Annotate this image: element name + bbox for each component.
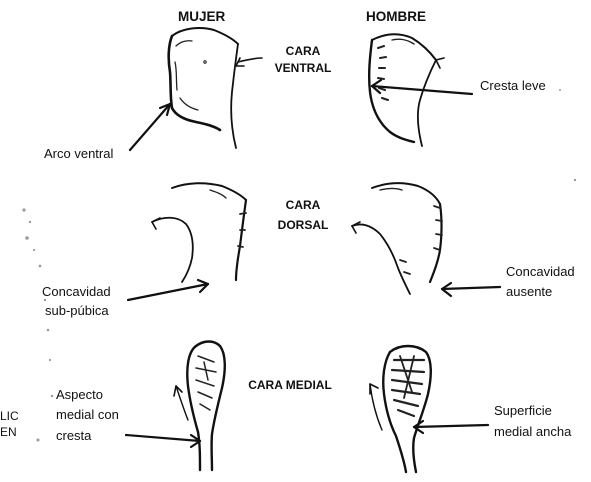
wide-medial-label-line1: Superficie — [494, 403, 552, 418]
medial-aspect-label-line1: Aspecto — [56, 387, 103, 402]
female-column-header: MUJER — [178, 9, 226, 24]
absent-concavity-label-line1: Concavidad — [506, 264, 575, 279]
male-column-header: HOMBRE — [366, 9, 426, 24]
ventral-view-label-line2: VENTRAL — [275, 61, 332, 75]
ventral-view-label-line1: CARA — [286, 44, 321, 58]
medial-aspect-label-line3: cresta — [56, 428, 92, 443]
wide-medial-surface-arrow — [414, 421, 488, 433]
male-dorsal-bone-drawing — [352, 183, 442, 294]
female-medial-bone-drawing — [174, 342, 225, 471]
ventral-arc-arrow — [130, 104, 170, 150]
medial-aspect-label-line2: medial con — [56, 407, 119, 422]
male-medial-bone-drawing — [370, 346, 431, 472]
medial-view-label: CARA MEDIAL — [248, 378, 332, 392]
subpubic-concavity-arrow — [128, 280, 208, 300]
female-ventral-bone-drawing — [169, 28, 262, 148]
slight-crest-label: Cresta leve — [480, 78, 546, 93]
ventral-arc-label: Arco ventral — [44, 146, 113, 161]
medial-crest-arrow — [126, 435, 200, 447]
wide-medial-label-line2: medial ancha — [494, 424, 572, 439]
dorsal-view-label-line1: CARA — [286, 198, 321, 212]
absent-concavity-label-line2: ausente — [506, 284, 552, 299]
absent-concavity-arrow — [442, 283, 500, 296]
subpubic-concavity-label-line2: sub-púbica — [45, 303, 109, 318]
dorsal-view-label-line2: DORSAL — [278, 218, 329, 232]
margin-fragment-line2: EN — [0, 425, 17, 439]
female-dorsal-bone-drawing — [152, 183, 246, 282]
margin-fragment-line1: LIC — [0, 409, 19, 423]
subpubic-concavity-label-line1: Concavidad — [42, 284, 111, 299]
